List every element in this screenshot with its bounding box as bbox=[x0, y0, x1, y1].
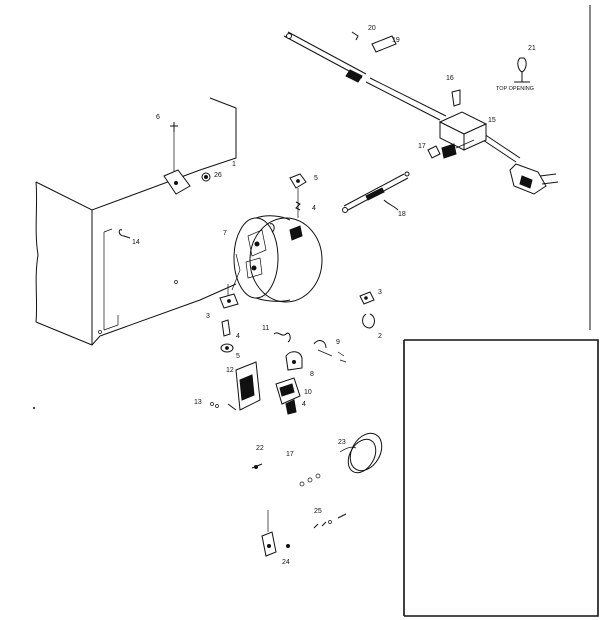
part-12-switch bbox=[227, 361, 261, 411]
part-25-hardware bbox=[313, 513, 347, 529]
callout-12: 12 bbox=[226, 367, 234, 374]
callout-22: 22 bbox=[256, 445, 264, 452]
part-10-terminal-block bbox=[275, 377, 301, 415]
part-3-clip-right bbox=[359, 291, 375, 305]
callout-23: 23 bbox=[338, 439, 346, 446]
callout-6: 6 bbox=[156, 114, 160, 121]
part-2-clip bbox=[362, 313, 375, 329]
callout-3-left: 3 bbox=[206, 313, 210, 320]
part-20-screw bbox=[351, 31, 359, 41]
part-17-plug bbox=[427, 139, 475, 159]
part-21-top-opening-mark bbox=[514, 57, 530, 83]
callout-labels: 1 2 3 3 4 4 4 5 5 6 7 8 9 10 11 12 13 14… bbox=[132, 25, 536, 566]
callout-14: 14 bbox=[132, 239, 140, 246]
callout-7: 7 bbox=[223, 230, 227, 237]
callout-8: 8 bbox=[310, 371, 314, 378]
stray-dot bbox=[32, 406, 36, 410]
frame-lines bbox=[403, 5, 599, 617]
part-17-wire bbox=[342, 171, 410, 213]
callout-17-lower: 17 bbox=[286, 451, 294, 458]
callout-1: 1 bbox=[232, 161, 236, 168]
callout-16: 16 bbox=[446, 75, 454, 82]
part-6-bracket bbox=[163, 122, 191, 195]
callout-25: 25 bbox=[314, 508, 322, 515]
callout-2: 2 bbox=[378, 333, 382, 340]
part-22-screw bbox=[251, 463, 263, 469]
part-18-clip bbox=[383, 199, 399, 211]
callout-4-right: 4 bbox=[302, 401, 306, 408]
callout-4-left: 4 bbox=[236, 333, 240, 340]
callout-26: 26 bbox=[214, 172, 222, 179]
callout-15: 15 bbox=[488, 117, 496, 124]
part-13-screws bbox=[210, 402, 219, 408]
part-26-nut bbox=[201, 172, 211, 182]
part-15-junction-box bbox=[438, 111, 488, 151]
part-5-clip-top bbox=[289, 173, 307, 218]
part-11-spring bbox=[273, 332, 291, 343]
callout-9: 9 bbox=[336, 339, 340, 346]
callout-5-top: 5 bbox=[314, 175, 318, 182]
callout-20: 20 bbox=[368, 25, 376, 32]
callout-17-top: 17 bbox=[418, 143, 426, 150]
part-14-screw bbox=[118, 229, 131, 239]
part-16-connector bbox=[451, 89, 461, 107]
callout-13: 13 bbox=[194, 399, 202, 406]
callout-11: 11 bbox=[262, 325, 269, 332]
cabinet-housing bbox=[35, 97, 237, 346]
power-cord-assembly bbox=[283, 31, 559, 195]
callout-5-left: 5 bbox=[236, 353, 240, 360]
screws-row-upper bbox=[299, 473, 321, 487]
part-5-nut bbox=[220, 343, 234, 353]
part-7-drum bbox=[231, 215, 323, 303]
callout-19: 19 bbox=[392, 37, 400, 44]
callout-4-top: 4 bbox=[312, 205, 316, 212]
callout-3-right: 3 bbox=[378, 289, 382, 296]
part-4-spacer bbox=[221, 319, 231, 337]
part-9-fastener bbox=[313, 340, 347, 363]
part-24-bracket bbox=[261, 510, 290, 557]
part-3-bracket bbox=[219, 284, 239, 309]
part-19-bracket bbox=[371, 35, 397, 53]
note-top-opening: TOP OPENING bbox=[496, 86, 534, 92]
callout-21: 21 bbox=[528, 45, 536, 52]
part-23-disk bbox=[339, 432, 383, 474]
callout-10: 10 bbox=[304, 389, 312, 396]
part-8-bracket bbox=[285, 351, 303, 371]
callout-24: 24 bbox=[282, 559, 290, 566]
callout-18: 18 bbox=[398, 211, 406, 218]
